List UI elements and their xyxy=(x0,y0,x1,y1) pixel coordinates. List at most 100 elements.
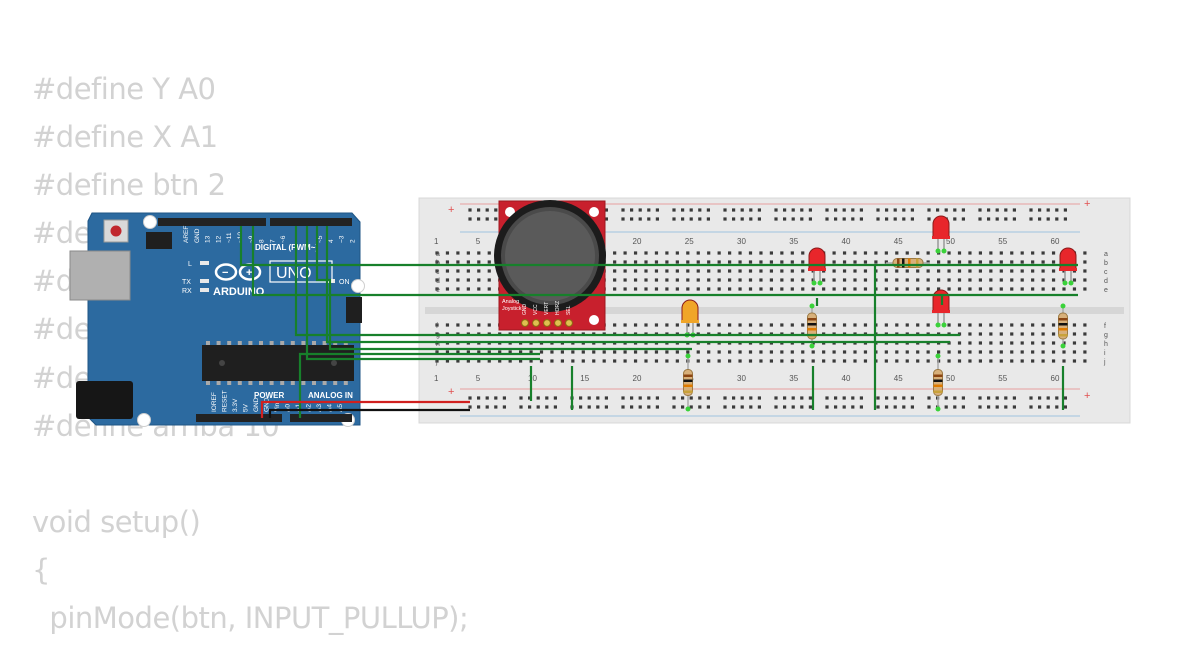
rail-hole xyxy=(825,405,829,409)
rail-hole xyxy=(655,217,659,221)
breadboard-hole xyxy=(832,278,836,282)
top-pin-label: ~6 xyxy=(280,235,287,243)
breadboard-hole xyxy=(748,359,753,363)
rail-hole xyxy=(774,405,778,409)
breadboard-hole xyxy=(686,350,690,354)
rail-hole xyxy=(910,208,914,212)
rail-hole xyxy=(859,217,863,221)
code-line: #define Y A0 xyxy=(32,72,216,106)
column-number: 10 xyxy=(528,374,537,383)
row-letter: f xyxy=(436,323,438,330)
breadboard-hole xyxy=(748,287,753,291)
led-red-rim xyxy=(932,310,950,313)
breadboard-hole xyxy=(1083,278,1087,282)
rail-hole xyxy=(893,217,897,221)
led-red-pin-marker xyxy=(935,248,941,254)
chip-pin xyxy=(280,341,285,345)
power-jack xyxy=(76,381,133,419)
label-power: POWER xyxy=(254,391,284,400)
breadboard-hole xyxy=(487,359,491,363)
breadboard-hole xyxy=(477,350,481,354)
row-letter: a xyxy=(1104,251,1108,258)
breadboard-hole xyxy=(686,287,690,291)
breadboard-hole xyxy=(748,350,753,354)
rail-hole xyxy=(791,405,795,409)
rail-hole xyxy=(672,405,676,409)
wire-green xyxy=(294,226,960,337)
breadboard-hole xyxy=(801,323,805,327)
rail-hole xyxy=(876,396,880,400)
resistor-band xyxy=(902,258,905,268)
breadboard-hole xyxy=(592,359,596,363)
column-number: 5 xyxy=(476,374,481,383)
rail-hole xyxy=(851,405,855,409)
breadboard-hole xyxy=(832,359,836,363)
rail-hole xyxy=(655,396,659,400)
rail-hole xyxy=(1038,217,1042,221)
breadboard-hole xyxy=(665,278,669,282)
breadboard-hole xyxy=(728,287,732,291)
rail-hole xyxy=(1046,405,1050,409)
breadboard-hole xyxy=(675,287,679,291)
breadboard-hole xyxy=(999,269,1003,273)
rail-hole xyxy=(995,396,999,400)
breadboard-hole xyxy=(801,269,805,273)
icsp-header xyxy=(146,232,172,249)
breadboard-hole xyxy=(759,269,763,273)
breadboard-hole xyxy=(978,350,982,354)
breadboard-hole xyxy=(947,269,951,273)
breadboard-hole xyxy=(822,278,826,282)
rail-hole xyxy=(732,396,736,400)
rail-hole xyxy=(825,208,829,212)
breadboard-hole xyxy=(853,269,857,273)
chip-pin xyxy=(290,341,295,345)
breadboard-hole xyxy=(717,260,721,264)
resistor-band xyxy=(908,258,911,268)
bottom-pin-label: A3 xyxy=(316,404,323,412)
breadboard-hole xyxy=(435,350,439,354)
rail-hole xyxy=(596,396,600,400)
resistor-band xyxy=(933,390,943,393)
breadboard-hole xyxy=(675,359,679,363)
rail-hole xyxy=(723,217,727,221)
breadboard-hole xyxy=(769,350,773,354)
icsp-header-2 xyxy=(346,297,362,323)
breadboard-hole xyxy=(717,350,721,354)
rail-hole xyxy=(961,208,965,212)
breadboard-hole xyxy=(874,251,878,255)
mounting-hole xyxy=(143,215,157,229)
rail-hole xyxy=(630,208,634,212)
rail-hole xyxy=(978,217,982,221)
breadboard-hole xyxy=(769,260,773,264)
breadboard-hole xyxy=(895,359,899,363)
breadboard-hole xyxy=(895,350,899,354)
chip-pin xyxy=(206,341,210,345)
resistor-pin-marker xyxy=(685,406,691,412)
led-red-pin-marker xyxy=(1062,280,1068,286)
rail-hole xyxy=(1038,396,1042,400)
breadboard-hole xyxy=(644,278,648,282)
rail-hole xyxy=(927,396,931,400)
breadboard-hole xyxy=(508,359,512,363)
rail-hole xyxy=(681,405,685,409)
breadboard-hole xyxy=(916,323,920,327)
breadboard-hole xyxy=(738,287,742,291)
mounting-hole xyxy=(589,315,599,325)
breadboard-hole xyxy=(842,251,847,255)
breadboard-hole xyxy=(916,251,920,255)
rail-hole xyxy=(740,217,744,221)
chip-pin xyxy=(216,381,221,385)
breadboard-hole xyxy=(613,278,617,282)
breadboard-hole xyxy=(1031,350,1035,354)
breadboard-hole xyxy=(1031,341,1035,345)
breadboard-hole xyxy=(696,251,700,255)
rail-hole xyxy=(842,405,846,409)
rail-hole xyxy=(749,405,753,409)
column-number: 20 xyxy=(633,237,642,246)
wire-green xyxy=(298,352,540,418)
rail-hole xyxy=(800,396,804,400)
breadboard-hole xyxy=(696,359,700,363)
breadboard-hole xyxy=(1031,359,1035,363)
rail-hole xyxy=(528,405,532,409)
breadboard-hole xyxy=(1083,341,1087,345)
